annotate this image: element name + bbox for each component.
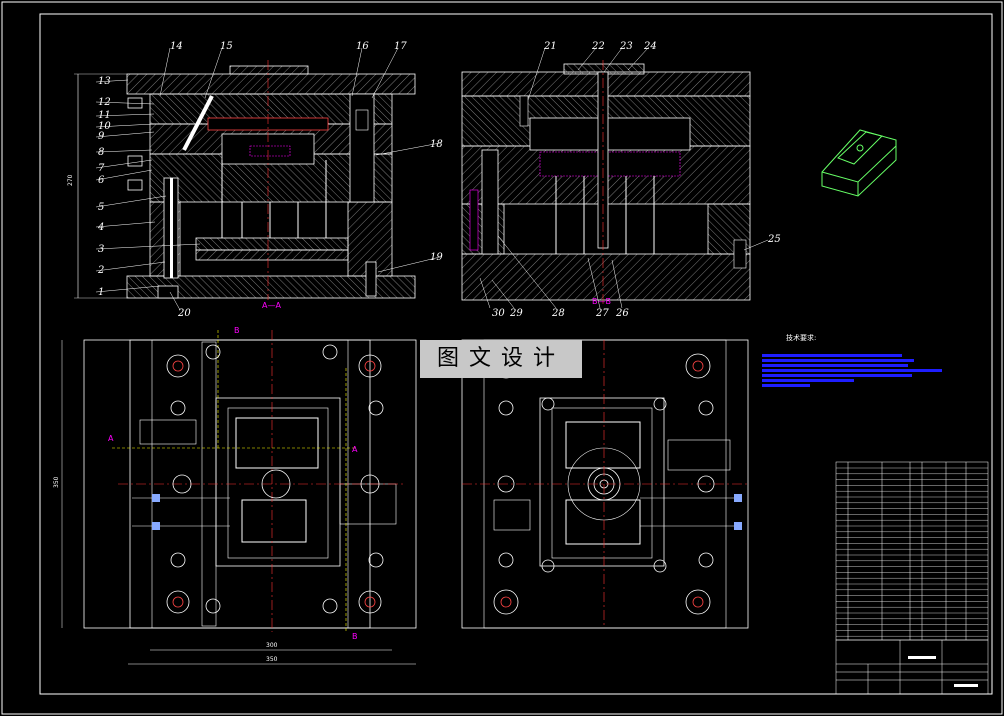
title-block: [835, 639, 989, 695]
inner-frame: [39, 13, 993, 695]
callout-7: 7: [98, 163, 105, 174]
plan-bolts-left: [166, 344, 384, 614]
marker-b-top: B: [234, 326, 240, 335]
plan-view-moving-half: [83, 330, 417, 632]
callout-labels-left: 1 2 3 4 5 6 7 8 9 10 11 12 13 14 15 16 1…: [97, 41, 443, 319]
callout-1: 1: [98, 287, 104, 298]
marker-b-bottom: B: [352, 632, 358, 641]
callout-20: 20: [177, 308, 191, 319]
callout-25: 25: [767, 234, 781, 245]
dim-plan-height: 350: [53, 476, 60, 488]
callout-3: 3: [98, 244, 104, 255]
callout-11: 11: [98, 110, 111, 121]
callout-28: 28: [551, 308, 565, 319]
callout-8: 8: [98, 147, 104, 158]
callout-5: 5: [98, 202, 104, 213]
section-markers: B B A A: [108, 326, 358, 641]
dim-height-label: 270: [67, 174, 74, 186]
technical-requirements-title: 技术要求:: [786, 334, 817, 342]
callout-18: 18: [430, 139, 443, 150]
watermark-label: 图文设计: [420, 340, 582, 378]
callout-24: 24: [643, 41, 657, 52]
section-view-a-a: [126, 60, 416, 300]
callout-12: 12: [98, 97, 111, 108]
plan-view-fixed-half: [461, 339, 749, 629]
callout-19: 19: [430, 252, 443, 263]
callout-13: 13: [98, 76, 111, 87]
plan-dimensions: [61, 340, 416, 665]
section-label-bb: B—B: [592, 297, 611, 306]
callouts-right: [479, 47, 769, 309]
callout-22: 22: [591, 41, 605, 52]
callout-10: 10: [98, 121, 111, 132]
technical-notes-lines: [762, 354, 942, 387]
callout-14: 14: [170, 41, 183, 52]
callout-9: 9: [98, 131, 105, 142]
callout-23: 23: [619, 41, 633, 52]
part-3d-model: [821, 129, 897, 197]
callout-21: 21: [543, 41, 557, 52]
marker-a-right: A: [352, 445, 358, 454]
parts-list-rows: [836, 467, 988, 637]
callout-29: 29: [509, 308, 523, 319]
section-label-aa: A—A: [262, 301, 281, 310]
callout-4: 4: [97, 222, 104, 233]
callout-26: 26: [615, 308, 629, 319]
section-view-b-b: [461, 60, 751, 305]
callout-2: 2: [97, 265, 104, 276]
callouts-left: [95, 47, 441, 311]
callout-labels-right: 21 22 23 24 25 26 27 28 29 30: [492, 41, 781, 319]
callout-15: 15: [220, 41, 233, 52]
callout-17: 17: [394, 41, 407, 52]
marker-a-left: A: [108, 434, 114, 443]
callout-30: 30: [492, 308, 505, 319]
dim-inner-width: 300: [266, 642, 278, 649]
callout-16: 16: [356, 41, 369, 52]
dimension-height: 270: [67, 73, 127, 299]
parts-list: [835, 461, 989, 641]
dim-outer-width: 350: [266, 656, 278, 663]
callout-27: 27: [595, 308, 609, 319]
callout-6: 6: [98, 175, 105, 186]
